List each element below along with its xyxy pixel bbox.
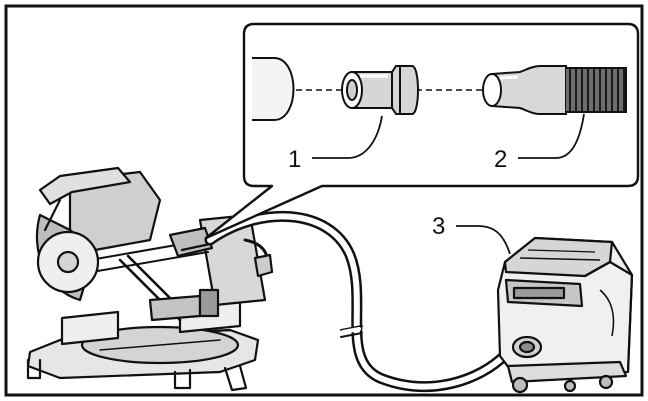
leader-line-1	[312, 115, 383, 159]
callout-3: 3	[432, 213, 445, 240]
callout-1: 1	[288, 146, 301, 173]
callout-2: 2	[494, 146, 507, 173]
leader-line-2	[518, 113, 585, 159]
hose-connector-icon	[482, 65, 627, 115]
dust-chute-icon	[252, 57, 295, 121]
dust-nozzle-icon	[341, 65, 419, 115]
leader-line-3	[456, 225, 511, 255]
leader-lines	[312, 113, 585, 255]
vacuum-cleaner-icon	[496, 236, 634, 394]
miter-saw-icon	[26, 166, 274, 392]
